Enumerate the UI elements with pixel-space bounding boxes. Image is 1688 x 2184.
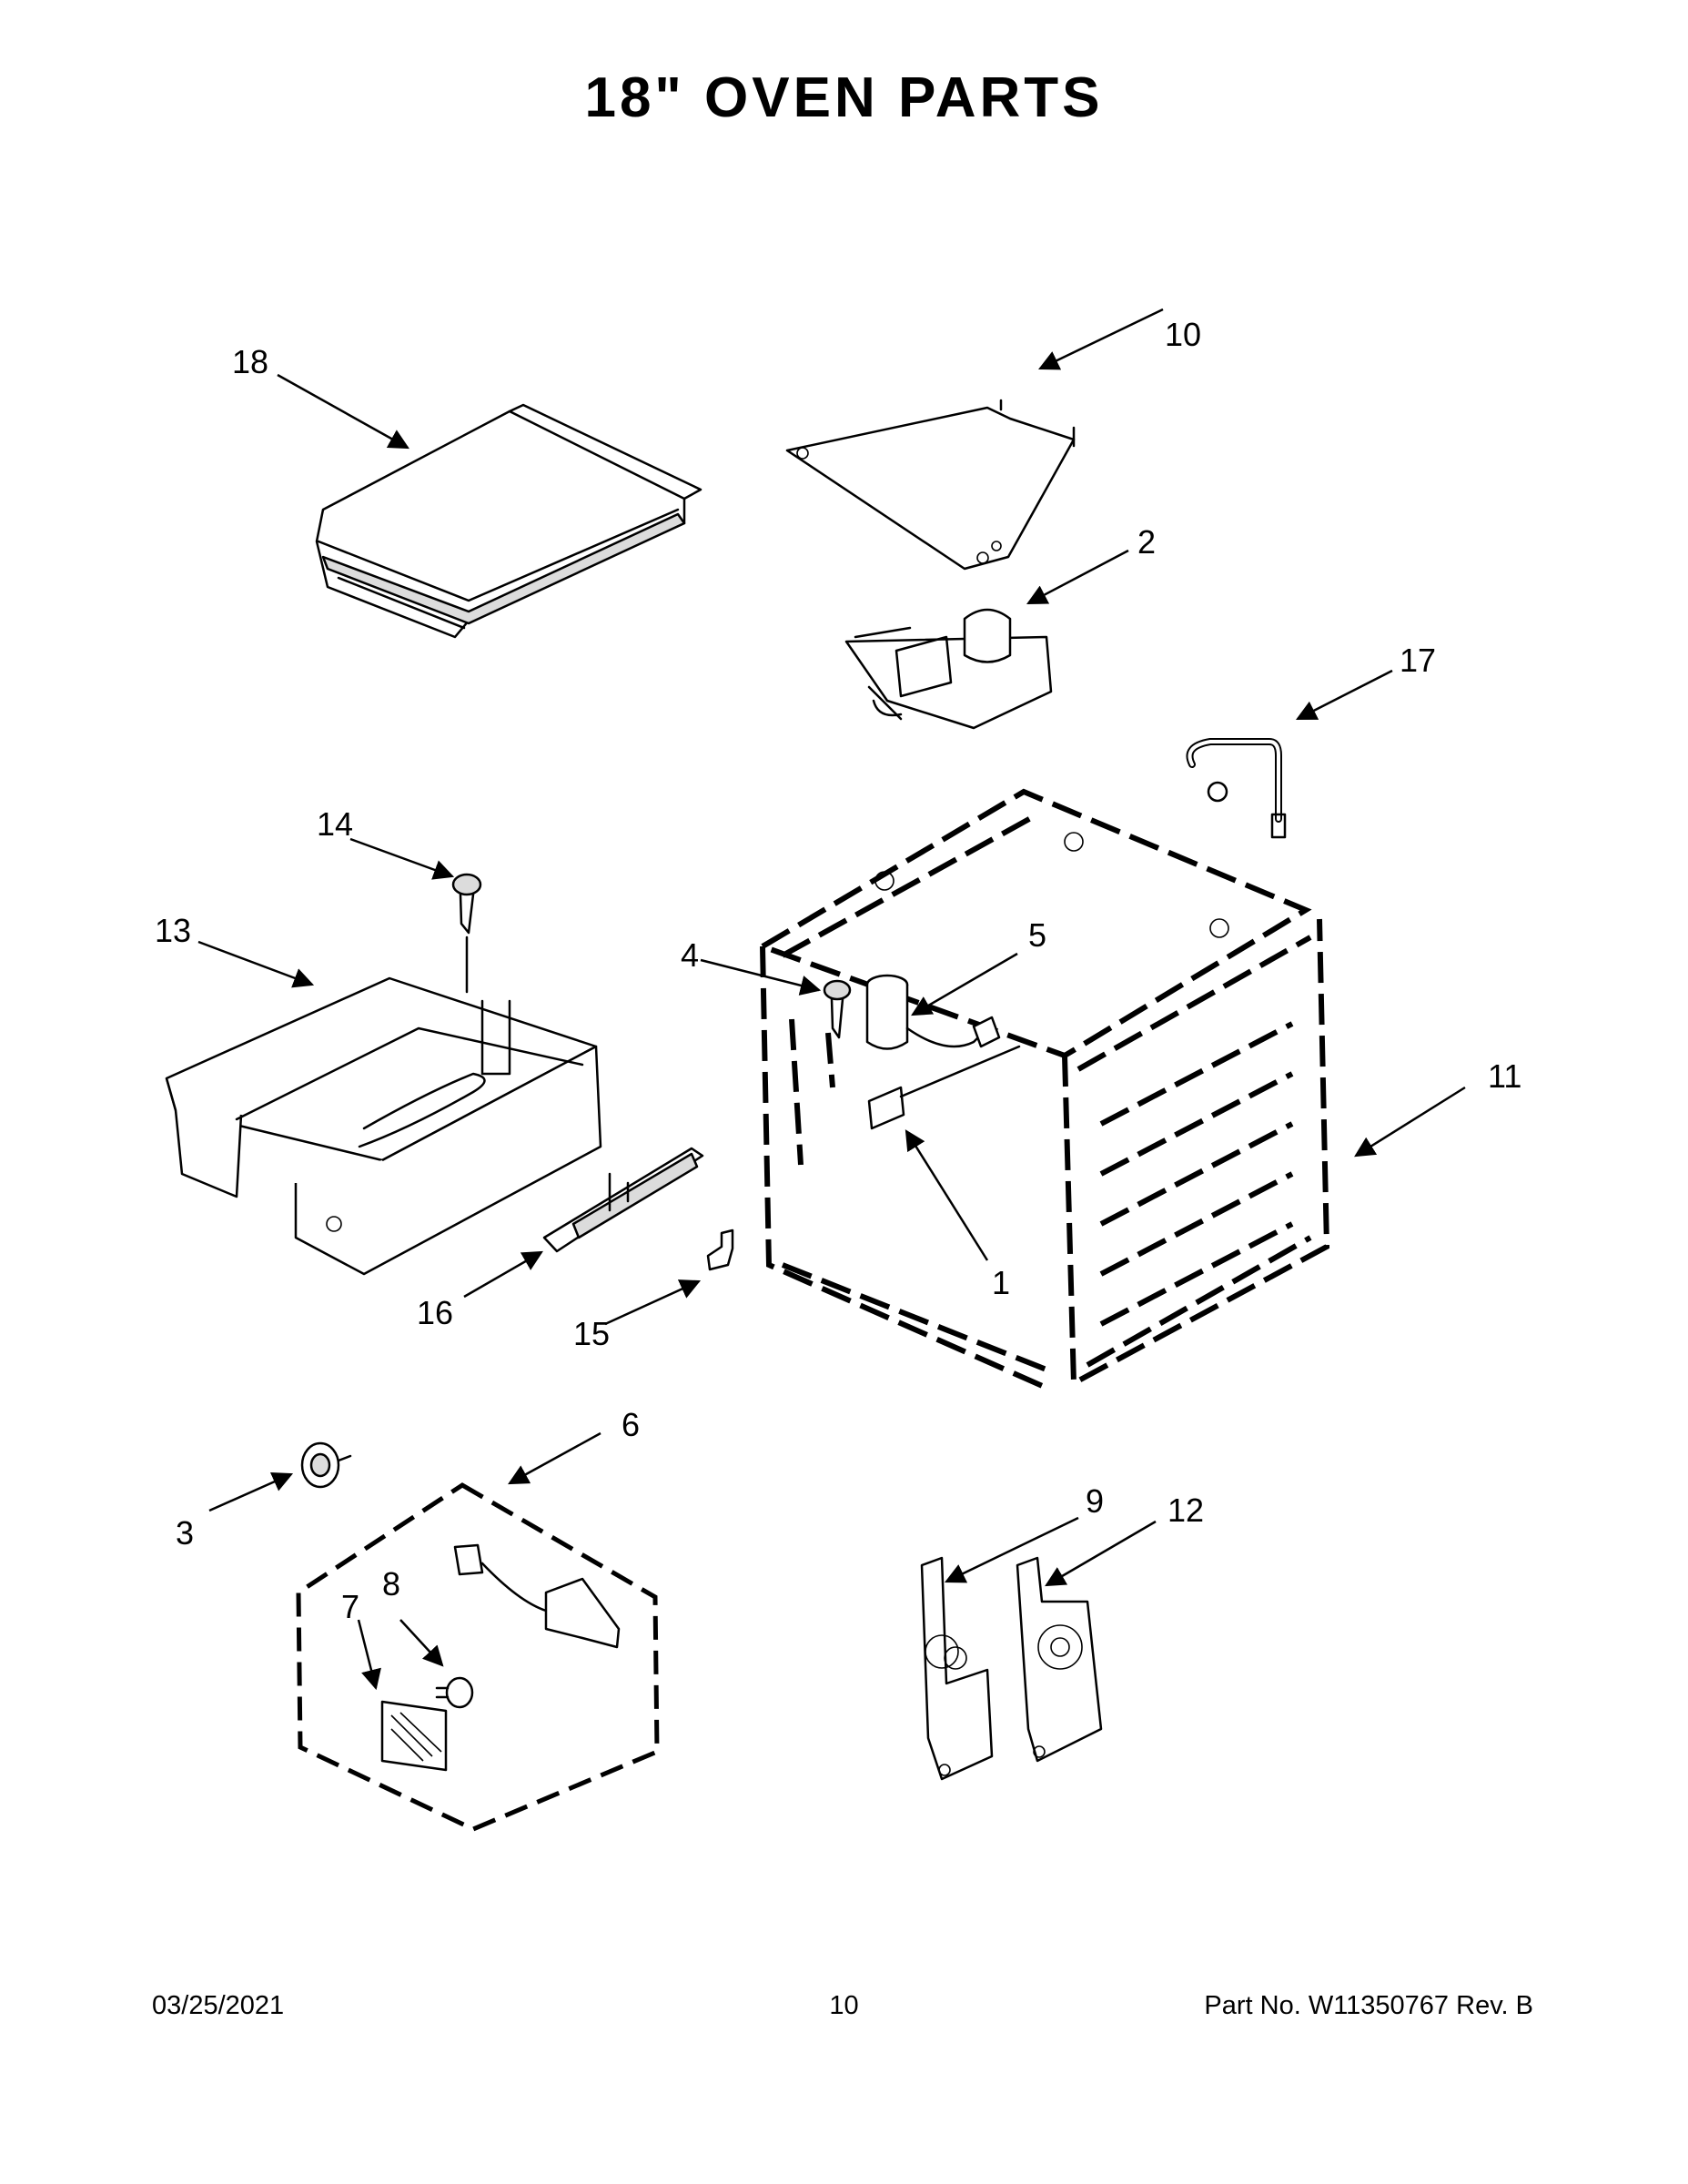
callout-17: 17 [1400, 642, 1436, 679]
part-11-oven-cavity [755, 788, 1330, 1390]
callout-10: 10 [1165, 316, 1201, 353]
callout-9: 9 [1086, 1482, 1104, 1520]
leader-arrows [197, 308, 1466, 1691]
callout-4: 4 [681, 936, 699, 974]
callout-8: 8 [382, 1565, 400, 1603]
footer-page-number: 10 [829, 1991, 859, 2020]
part-14-screw [451, 873, 482, 994]
part-15-clip [706, 1228, 734, 1271]
part-18-rack [315, 403, 702, 639]
oven-rack-guides [789, 1018, 1294, 1327]
callout-3: 3 [176, 1514, 194, 1552]
part-13-burner-box [165, 976, 602, 1276]
callout-18: 18 [232, 343, 268, 380]
part-17-gas-tube [1186, 738, 1287, 839]
part-10-bracket-plate [785, 399, 1076, 571]
callout-16: 16 [417, 1294, 453, 1331]
part-3-knob [300, 1441, 352, 1489]
part-1-burner [867, 1045, 1021, 1130]
callout-12: 12 [1167, 1491, 1204, 1529]
callout-15: 15 [573, 1315, 610, 1352]
part-6-light-assembly [296, 1482, 660, 1832]
callout-13: 13 [155, 912, 191, 949]
callout-14: 14 [317, 805, 353, 843]
callout-5: 5 [1028, 916, 1046, 954]
part-12-hinge [1016, 1556, 1103, 1763]
callout-6: 6 [622, 1406, 640, 1443]
part-16-burner-bracket [542, 1147, 704, 1253]
callout-2: 2 [1137, 523, 1156, 561]
footer-date: 03/25/2021 [152, 1991, 285, 2020]
callout-labels: 1 2 3 4 5 6 7 8 9 10 11 12 13 14 15 16 1… [155, 316, 1521, 1625]
page-title: 18" OVEN PARTS [584, 66, 1104, 129]
callout-7: 7 [341, 1588, 359, 1625]
footer-part-number: Part No. W11350767 Rev. B [1204, 1991, 1533, 2020]
callout-11: 11 [1488, 1057, 1521, 1095]
part-5-igniter [865, 974, 1001, 1050]
part-4-screw [823, 979, 852, 1039]
callout-1: 1 [992, 1264, 1010, 1301]
part-9-hinge [920, 1556, 994, 1781]
part-7-lens [380, 1700, 448, 1772]
part-2-valve-assembly [844, 608, 1053, 730]
part-8-bulb [435, 1676, 474, 1709]
